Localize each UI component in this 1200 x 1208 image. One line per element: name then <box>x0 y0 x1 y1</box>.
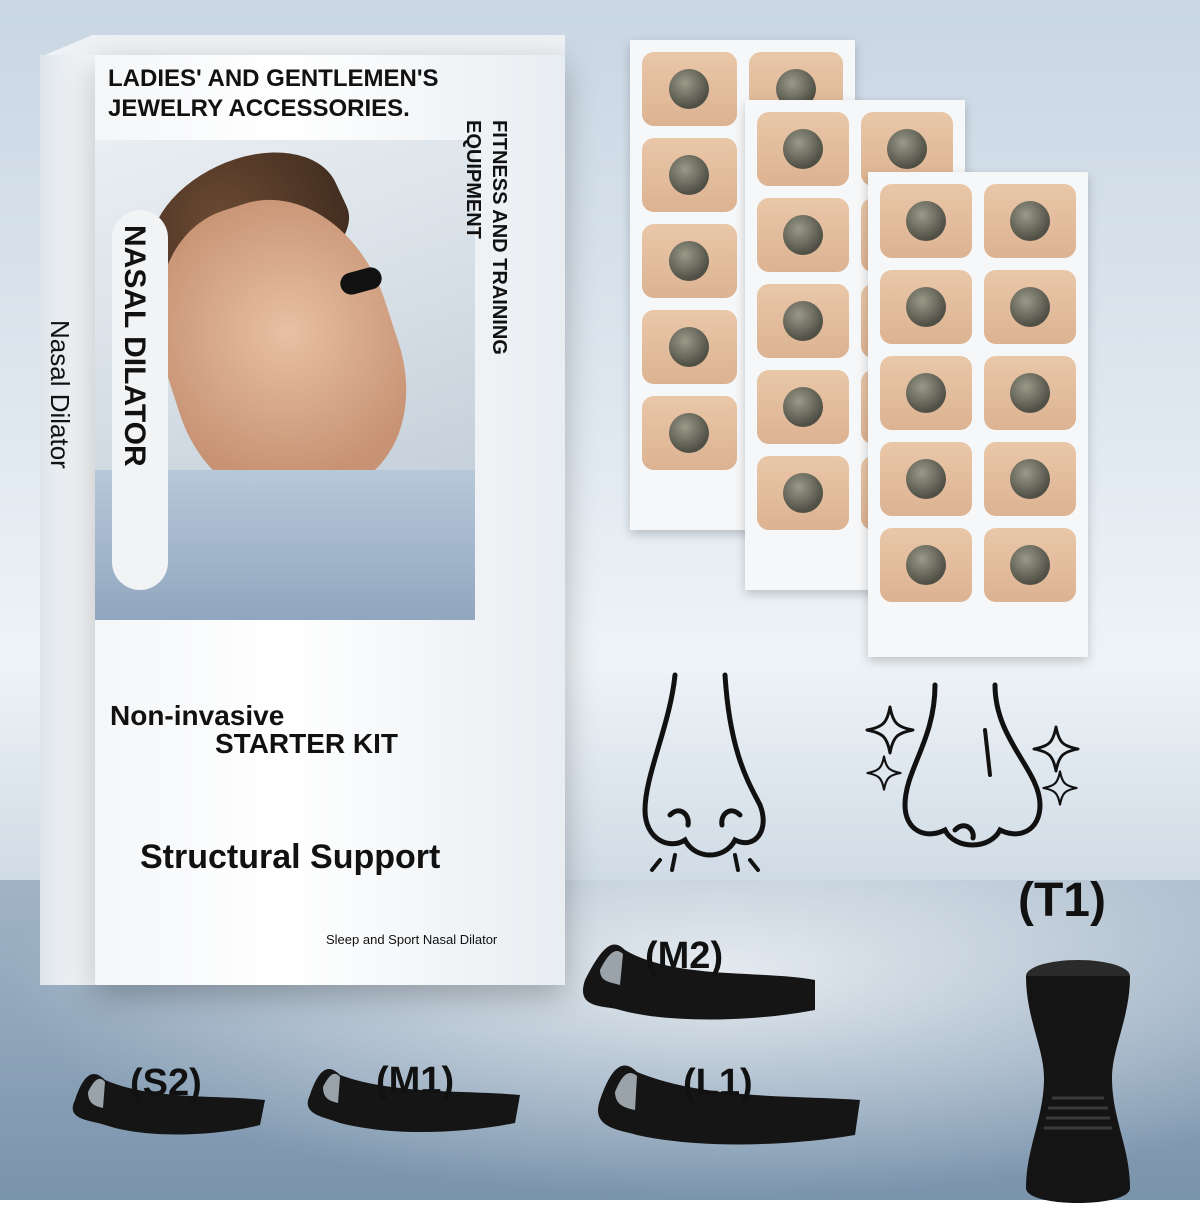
box-label-pill <box>112 210 168 590</box>
label-t1: (T1) <box>1018 874 1106 927</box>
patch-sheet-front <box>868 172 1088 657</box>
patch <box>984 528 1076 602</box>
patch <box>880 270 972 344</box>
box-subtitle: Sleep and Sport Nasal Dilator <box>326 932 498 947</box>
feature-structural-support: Structural Support <box>140 838 441 876</box>
label-m1: (M1) <box>376 1060 455 1102</box>
patch <box>984 442 1076 516</box>
dilator-band-s2 <box>72 1074 265 1135</box>
patch <box>984 270 1076 344</box>
vertical-line-1: FITNESS AND TRAINING <box>488 120 510 355</box>
dilator-band-m1 <box>307 1069 520 1133</box>
box-headline: LADIES' AND GENTLEMEN'S JEWELRY ACCESSOR… <box>108 64 548 124</box>
blocked-nose-icon <box>642 672 766 872</box>
box-side-text: Nasal Dilator <box>45 320 75 469</box>
patch <box>757 112 849 186</box>
sparkle-icon <box>865 705 915 755</box>
headline-line-1: LADIES' AND GENTLEMEN'S <box>108 65 439 92</box>
patch <box>642 138 737 212</box>
patch <box>642 396 737 470</box>
patch <box>880 356 972 430</box>
sparkle-icon <box>1042 770 1078 806</box>
sparkle-icon <box>866 755 902 791</box>
label-s2: (S2) <box>130 1062 202 1104</box>
tagline-non-invasive: Non-invasive <box>110 700 285 731</box>
vertical-line-2: EQUIPMENT <box>462 120 484 239</box>
label-l1: (L1) <box>683 1062 753 1104</box>
box-top-face <box>40 35 565 57</box>
patch <box>757 456 849 530</box>
patch <box>642 310 737 384</box>
headline-line-2: JEWELRY ACCESSORIES. <box>108 95 410 122</box>
patch <box>984 356 1076 430</box>
clear-nose-icon <box>902 682 1043 848</box>
patch <box>642 52 737 126</box>
dilator-stick-t1 <box>1026 960 1130 1203</box>
box-vertical-text: FITNESS AND TRAINING EQUIPMENT <box>460 120 512 355</box>
patch <box>757 198 849 272</box>
tagline-starter-kit: STARTER KIT <box>215 728 399 759</box>
patch <box>880 528 972 602</box>
dilator-band-m2 <box>583 944 815 1020</box>
pill-text: NASAL DILATOR <box>118 225 151 467</box>
sparkle-icon <box>1032 725 1080 773</box>
dilator-band-l1 <box>598 1065 860 1145</box>
label-m2: (M2) <box>645 935 724 977</box>
patch <box>880 442 972 516</box>
patch <box>880 184 972 258</box>
patch <box>757 284 849 358</box>
patch <box>984 184 1076 258</box>
box-side-face <box>40 55 96 985</box>
patch <box>757 370 849 444</box>
patch <box>642 224 737 298</box>
